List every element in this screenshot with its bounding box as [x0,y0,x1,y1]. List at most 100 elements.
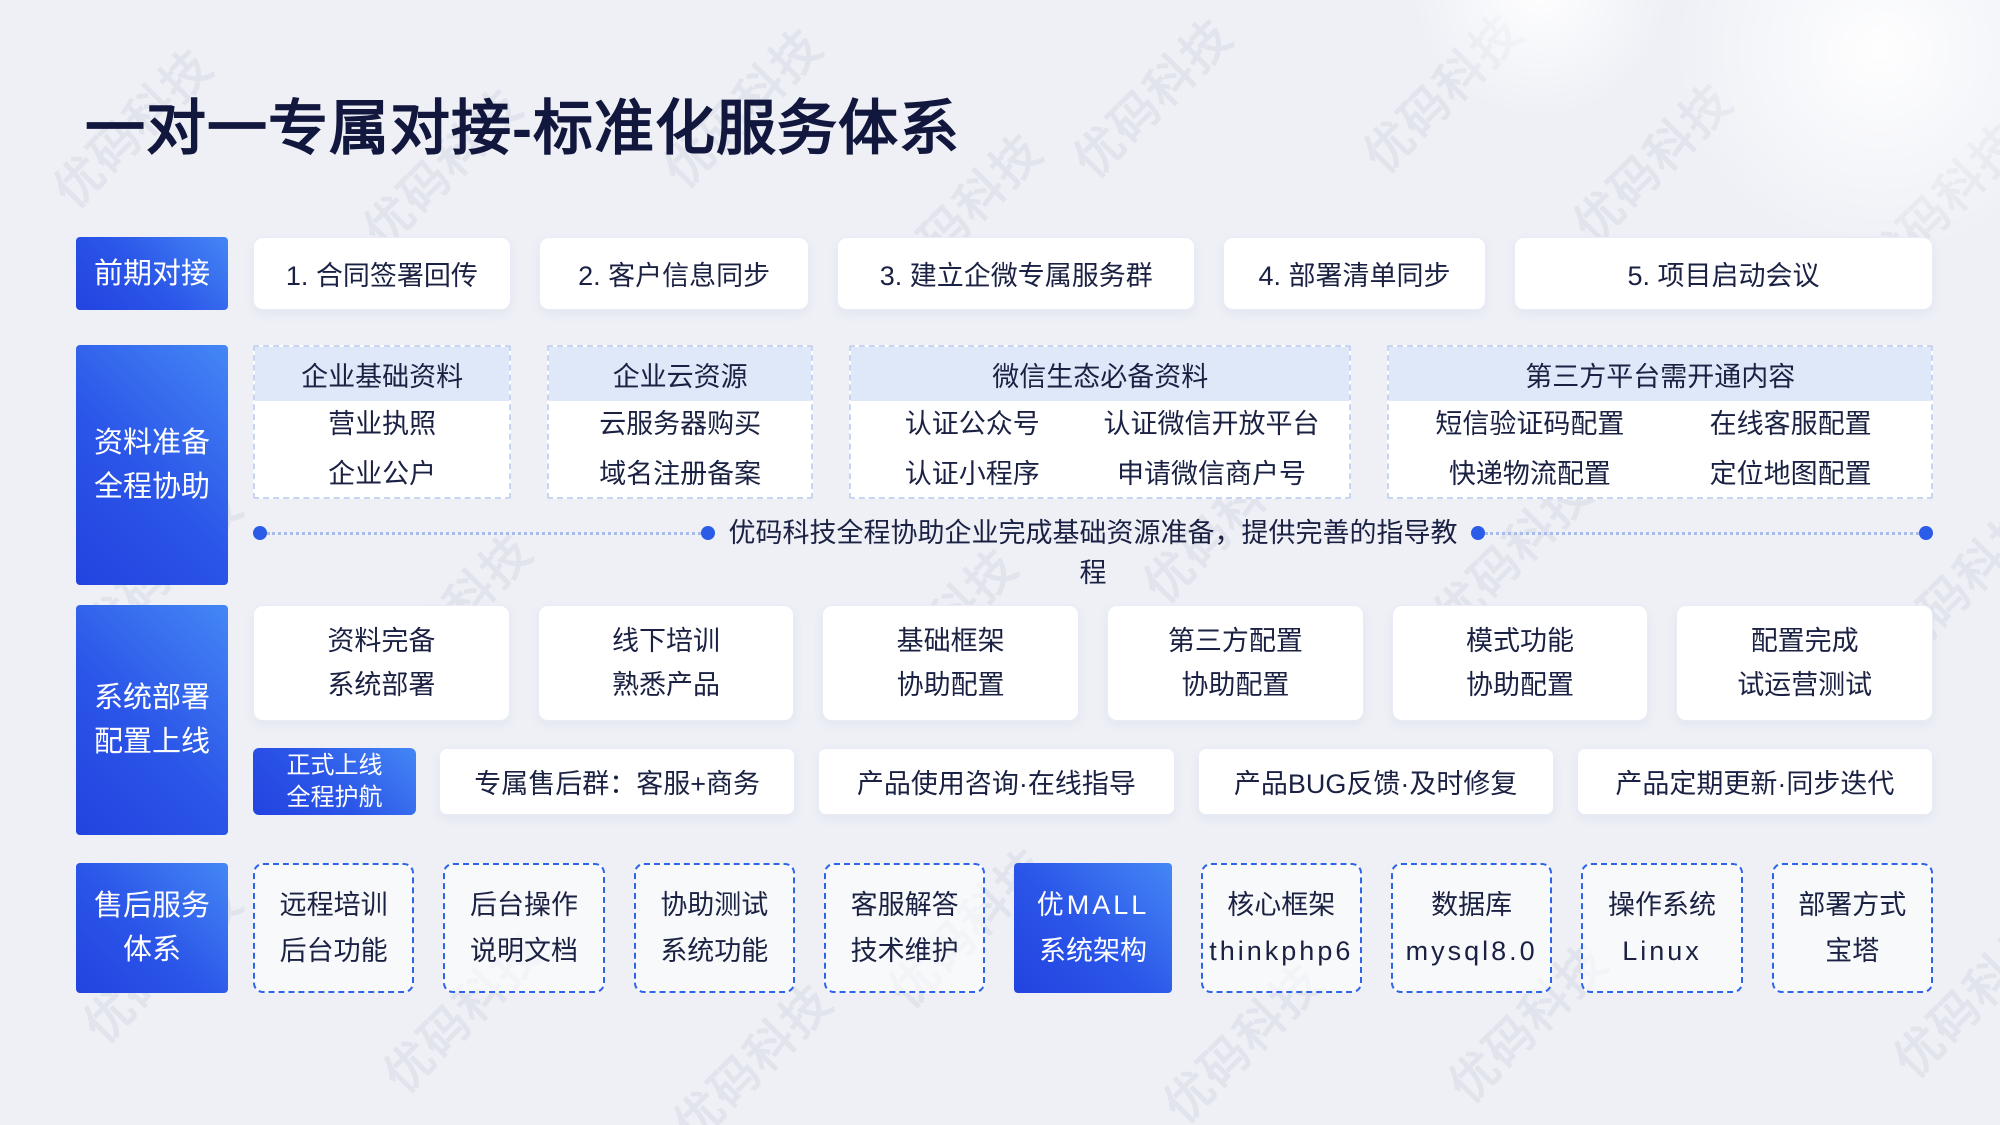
card-line: 宝塔 [1825,936,1880,966]
material-item: 申请微信商户号 [1116,459,1306,489]
material-item: 域名注册备案 [599,459,762,489]
column-header: 企业基础资料 [255,347,510,401]
material-item: 认证公众号 [904,409,1040,439]
service-text: 产品定期更新·同步迭代 [1615,769,1895,799]
early-docking-steps: 1. 合同签署回传 2. 客户信息同步 3. 建立企微专属服务群 4. 部署清单… [253,237,1934,310]
card-line: 数据库 [1431,890,1513,920]
connector-dotted-line [1485,532,1919,535]
card-line: mysql8.0 [1405,936,1538,966]
row-label-text: 售后服务 [93,890,210,922]
card-line: 远程培训 [279,890,388,920]
card-line: 客服解答 [850,890,959,920]
tech-stack-card: 操作系统 Linux [1581,863,1743,993]
row-after-sales-content: 远程培训 后台功能 后台操作 说明文档 协助测试 系统功能 客服解答 技术维护 [253,863,1933,993]
service-text: 产品使用咨询·在线指导 [856,769,1136,799]
row-label-text: 体系 [122,934,181,966]
row-material-preparation: 资料准备 全程协助 企业基础资料 营业执照 企业公户 企业云资源 [76,345,1933,588]
service-card: 专属售后群：客服+商务 [439,748,796,815]
after-sales-card: 远程培训 后台功能 [253,863,415,993]
material-item: 认证微信开放平台 [1103,409,1320,439]
service-card: 产品定期更新·同步迭代 [1576,748,1933,815]
row-after-sales: 售后服务 体系 远程培训 后台功能 后台操作 说明文档 协助测试 系统功能 [76,863,1933,993]
row-label-after-sales: 售后服务 体系 [76,863,228,993]
material-columns: 企业基础资料 营业执照 企业公户 企业云资源 云服务器购买 域名注册备案 [253,345,1933,499]
card-line: 技术维护 [850,936,959,966]
step-card: 4. 部署清单同步 [1223,237,1487,310]
deploy-step-line: 协助配置 [1466,670,1575,700]
after-sales-card: 后台操作 说明文档 [443,863,605,993]
deployment-steps: 资料完备 系统部署 线下培训 熟悉产品 基础框架 协助配置 第三方配置 协助配置 [253,605,1934,721]
row-label-text: 资料准备 [93,427,210,459]
connector-dot-icon [253,526,267,540]
step-text: 4. 部署清单同步 [1258,261,1451,291]
deploy-step-line: 配置完成 [1750,626,1859,656]
card-line: 后台功能 [279,936,388,966]
row-label-text: 全程协助 [93,471,210,503]
badge-line: 全程护航 [286,783,383,811]
tech-stack-card: 核心框架 thinkphp6 [1200,863,1362,993]
row-label-text: 配置上线 [93,726,210,758]
step-text: 3. 建立企微专属服务群 [879,261,1153,291]
row-early-docking-content: 1. 合同签署回传 2. 客户信息同步 3. 建立企微专属服务群 4. 部署清单… [253,237,1934,310]
service-card: 产品使用咨询·在线指导 [818,748,1175,815]
row-material-content: 企业基础资料 营业执照 企业公户 企业云资源 云服务器购买 域名注册备案 [253,345,1933,588]
row-label-text: 系统部署 [93,682,210,714]
tech-stack-card: 部署方式 宝塔 [1771,863,1933,993]
official-launch-badge: 正式上线 全程护航 [253,748,416,815]
deploy-step-line: 基础框架 [896,626,1005,656]
card-line: 部署方式 [1798,890,1907,920]
deploy-step-card: 模式功能 协助配置 [1391,605,1649,721]
material-column-wechat: 微信生态必备资料 认证公众号 认证微信开放平台 认证小程序 申请微信商户号 [849,345,1352,499]
row-early-docking: 前期对接 1. 合同签署回传 2. 客户信息同步 3. 建立企微专属服务群 4.… [76,237,1934,310]
after-sales-cards: 远程培训 后台功能 后台操作 说明文档 协助测试 系统功能 客服解答 技术维护 [253,863,1933,993]
connector-dotted-line [267,532,701,535]
step-text: 5. 项目启动会议 [1627,261,1820,291]
column-header: 微信生态必备资料 [851,347,1350,401]
step-card: 5. 项目启动会议 [1514,237,1934,310]
after-sales-card: 客服解答 技术维护 [823,863,986,993]
deploy-step-card: 配置完成 试运营测试 [1676,605,1934,721]
launch-services: 正式上线 全程护航 专属售后群：客服+商务 产品使用咨询·在线指导 产品BUG反… [253,748,1933,815]
card-line: 说明文档 [469,936,578,966]
material-item: 快递物流配置 [1448,459,1611,489]
deploy-step-line: 线下培训 [612,626,720,656]
column-header: 第三方平台需开通内容 [1389,347,1931,401]
row-label-system-deployment: 系统部署 配置上线 [76,605,228,835]
step-text: 1. 合同签署回传 [285,261,478,291]
deploy-step-line: 模式功能 [1466,626,1575,656]
row-deployment-content: 资料完备 系统部署 线下培训 熟悉产品 基础框架 协助配置 第三方配置 协助配置 [253,605,1934,835]
deploy-step-card: 线下培训 熟悉产品 [537,605,795,721]
deploy-step-line: 系统部署 [327,670,436,700]
material-item: 云服务器购买 [599,409,762,439]
material-item: 定位地图配置 [1709,459,1872,489]
material-column-thirdparty: 第三方平台需开通内容 短信验证码配置 在线客服配置 快递物流配置 定位地图配置 [1387,345,1933,499]
card-line: 核心框架 [1227,890,1336,920]
card-line: 系统架构 [1038,936,1147,966]
card-line: Linux [1622,936,1702,966]
card-line: 协助测试 [660,890,769,920]
tech-stack-card: 数据库 mysql8.0 [1390,863,1553,993]
deploy-step-line: 第三方配置 [1167,626,1303,656]
deploy-step-line: 试运营测试 [1737,670,1873,700]
card-line: 系统功能 [660,936,769,966]
connector-dot-icon [1919,526,1933,540]
deploy-step-line: 协助配置 [896,670,1005,700]
badge-line: 正式上线 [286,751,383,779]
umall-architecture-card: 优MALL 系统架构 [1014,863,1172,993]
page-title: 一对一专属对接-标准化服务体系 [85,95,960,162]
column-body: 认证公众号 认证微信开放平台 认证小程序 申请微信商户号 [851,401,1349,497]
deploy-step-card: 第三方配置 协助配置 [1107,605,1364,721]
connector-text: 优码科技全程协助企业完成基础资源准备，提供完善的指导教程 [728,518,1458,588]
card-line: thinkphp6 [1209,936,1354,966]
connector-dot-icon [1471,526,1485,540]
column-body: 营业执照 企业公户 [255,401,509,497]
card-line: 后台操作 [469,890,578,920]
row-label-text: 前期对接 [93,257,210,290]
step-card: 1. 合同签署回传 [253,237,511,310]
service-text: 专属售后群：客服+商务 [474,769,761,799]
row-label-material-preparation: 资料准备 全程协助 [76,345,228,585]
column-body: 云服务器购买 域名注册备案 [549,401,811,497]
service-card: 产品BUG反馈·及时修复 [1197,748,1554,815]
column-header: 企业云资源 [549,347,812,401]
